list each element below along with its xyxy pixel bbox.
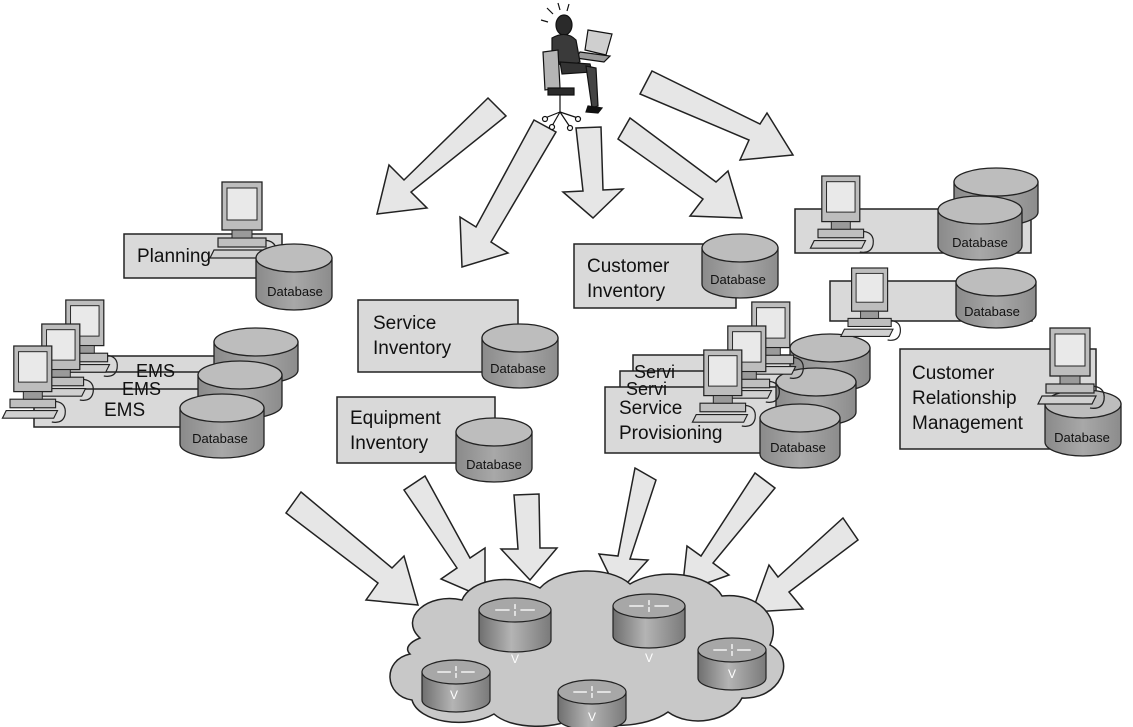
system-nodes [1,167,1122,483]
router-icon [697,637,767,691]
crm-label-line1: Customer [912,363,995,384]
arrow-icon [284,490,420,606]
equipment-inventory-label-line1: Equipment [350,408,441,429]
arrow-icon [617,116,744,219]
ems-back-label-1: EMS [136,361,176,381]
database-label-customer-inventory: Database [710,272,766,287]
database-icon [759,403,841,469]
database-label-service-inventory: Database [490,361,546,376]
arrow-icon [376,96,508,215]
planning-label: Planning [137,246,211,267]
database-icon [955,267,1037,329]
database-icon [481,323,559,389]
router-mark: V [727,667,736,681]
database-label-planning: Database [267,284,323,299]
service-provisioning-label-line1: Service [619,397,683,420]
bottom-arrows [284,466,860,613]
router-mark: V [449,688,458,702]
arrow-icon [561,126,625,220]
database-label-crm: Database [1054,430,1110,445]
arrow-icon [459,118,558,269]
arrow-icon [750,516,860,613]
service-provisioning-back-label-1: Servi [634,362,676,382]
routers [421,593,767,727]
service-inventory-label-line1: Service [373,313,437,334]
arrow-icon [638,70,795,161]
database-label-ems: Database [192,431,248,446]
router-mark: V [644,651,653,665]
database-label-equipment-inventory: Database [466,457,522,472]
database-label-service-provisioning: Database [770,440,826,455]
customer-inventory-label-line1: Customer [587,256,670,277]
computer-icon [209,181,277,263]
database-label-top-right-2: Database [964,304,1020,319]
computer-icon [809,175,874,253]
computer-icon [739,301,804,379]
computer-icon [839,267,901,341]
computer-icon [691,349,756,427]
database-icon [179,393,265,459]
router-mark: V [587,710,596,724]
database-icon [255,243,333,311]
database-label-top-right-1: Database [952,235,1008,250]
arrow-icon [681,471,777,594]
database-icon [455,417,533,483]
operator-icon [540,2,613,132]
router-icon [557,679,627,727]
service-provisioning-label-line2: Provisioning [619,423,723,444]
ems-back-label-2: EMS [122,379,162,399]
ems-label: EMS [104,400,146,421]
equipment-inventory-label-line2: Inventory [350,433,429,454]
database-icon [937,195,1023,261]
arrow-icon [402,474,486,600]
customer-inventory-label-line2: Inventory [587,281,666,302]
router-icon [612,593,686,649]
crm-label-line2: Relationship [912,388,1017,409]
top-arrows [376,70,795,269]
router-mark: V [510,652,519,666]
service-inventory-label-line2: Inventory [373,338,452,359]
computer-icon [1037,327,1105,409]
router-icon [421,659,491,713]
router-icon [478,597,552,653]
crm-label-line3: Management [912,413,1023,434]
database-icon [701,233,779,299]
computer-icon [1,345,66,423]
service-provisioning-back-label-2: Servi [626,379,668,399]
arrow-icon [499,493,559,582]
